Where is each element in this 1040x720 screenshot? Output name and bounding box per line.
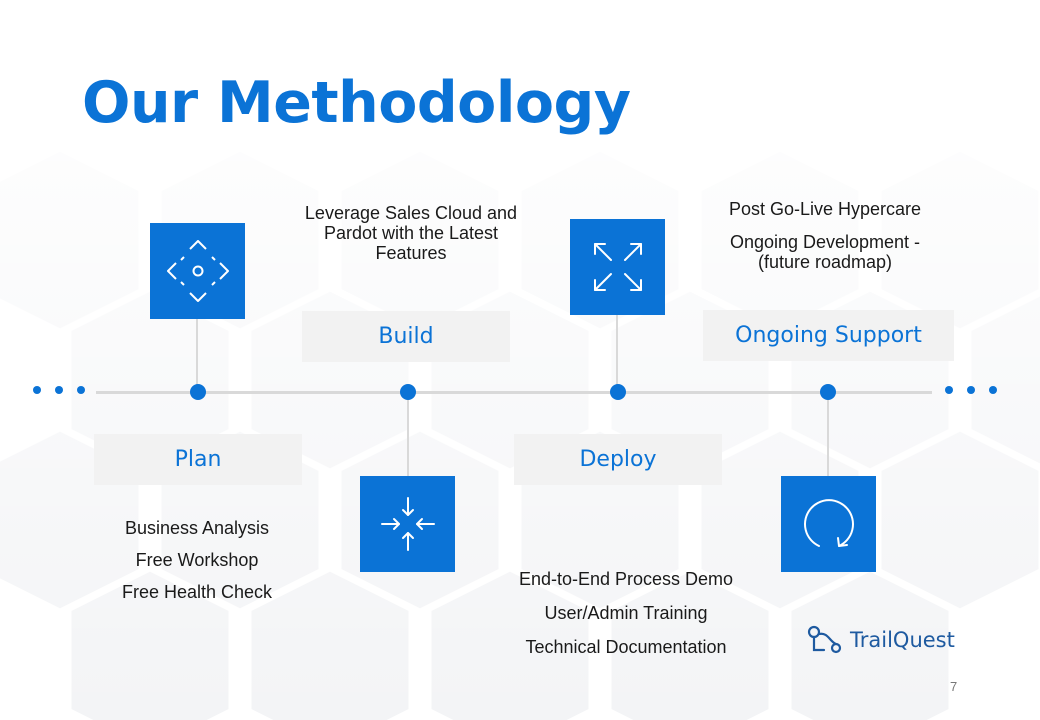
logo-text: TrailQuest	[850, 628, 955, 652]
support-item: Ongoing Development -	[729, 232, 921, 252]
refresh-cycle-icon	[803, 499, 854, 547]
deploy-items: End-to-End Process Demo User/Admin Train…	[496, 569, 756, 657]
plan-items: Business Analysis Free Workshop Free Hea…	[97, 518, 297, 602]
support-label: Ongoing Support	[703, 310, 954, 361]
plan-item: Business Analysis	[124, 518, 270, 538]
plan-item: Free Workshop	[135, 550, 259, 570]
timeline-ellipsis-left	[33, 386, 85, 394]
build-item: Pardot with the Latest	[323, 223, 499, 243]
plan-icon-box	[150, 223, 245, 319]
build-label: Build	[302, 311, 510, 362]
build-item: Leverage Sales Cloud and	[304, 203, 518, 223]
converge-arrows-icon	[380, 497, 435, 551]
support-icon-box	[781, 476, 876, 572]
support-node	[820, 384, 836, 400]
plan-item: Free Health Check	[121, 582, 273, 602]
deploy-icon-box	[570, 219, 665, 315]
build-icon-box	[360, 476, 455, 572]
support-item: (future roadmap)	[757, 252, 893, 272]
support-items: Post Go-Live Hypercare Ongoing Developme…	[700, 199, 950, 272]
deploy-item: End-to-End Process Demo	[518, 569, 734, 589]
timeline-line	[96, 391, 932, 394]
deploy-item: Technical Documentation	[525, 637, 727, 657]
build-stem	[407, 396, 409, 476]
trail-route-icon	[807, 625, 842, 654]
deploy-stem	[616, 314, 618, 388]
plan-label: Plan	[94, 434, 302, 485]
page-title: Our Methodology	[82, 70, 631, 136]
plan-node	[190, 384, 206, 400]
page-number: 7	[950, 679, 958, 694]
trailquest-logo: TrailQuest	[806, 624, 955, 656]
build-node	[400, 384, 416, 400]
expand-arrows-icon	[593, 243, 642, 291]
support-stem	[827, 396, 829, 476]
diamond-target-icon	[166, 240, 229, 302]
build-item: Features	[375, 243, 447, 263]
deploy-item: User/Admin Training	[544, 603, 708, 623]
plan-stem	[196, 318, 198, 388]
deploy-node	[610, 384, 626, 400]
build-items: Leverage Sales Cloud and Pardot with the…	[290, 203, 532, 263]
timeline-ellipsis-right	[945, 386, 997, 394]
support-item: Post Go-Live Hypercare	[728, 199, 922, 219]
deploy-label: Deploy	[514, 434, 722, 485]
